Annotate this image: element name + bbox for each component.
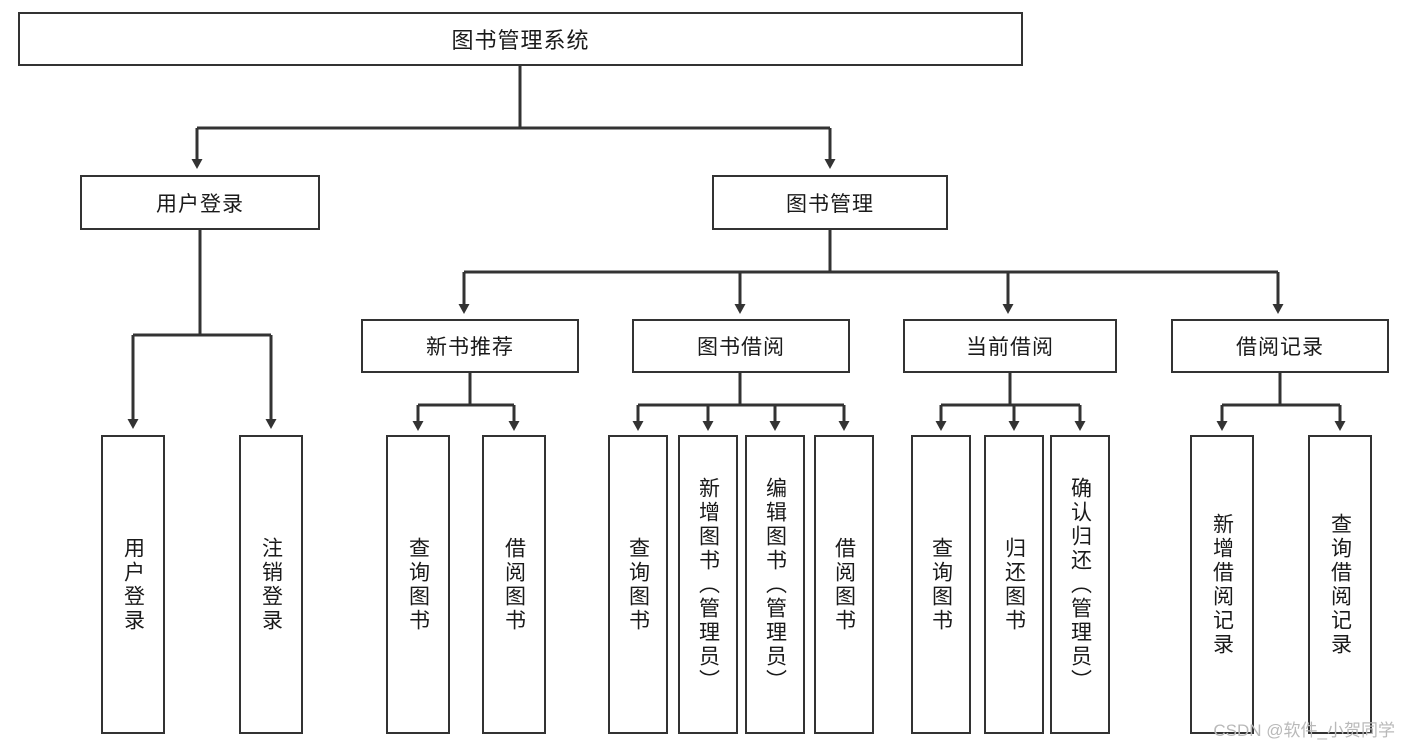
node-edit-book-admin[interactable]: 编辑图书（管理员）: [745, 435, 805, 734]
node-query-borrow-record[interactable]: 查询借阅记录: [1308, 435, 1372, 734]
csdn-watermark: CSDN @软件_小贺同学: [1213, 721, 1395, 740]
node-return-book[interactable]: 归还图书: [984, 435, 1044, 734]
node-user-login-do[interactable]: 用户登录: [101, 435, 165, 734]
node-current-borrow[interactable]: 当前借阅: [903, 319, 1117, 373]
node-query-book-1[interactable]: 查询图书: [386, 435, 450, 734]
node-borrow-book-1[interactable]: 借阅图书: [482, 435, 546, 734]
node-query-book-2[interactable]: 查询图书: [608, 435, 668, 734]
node-add-book-admin[interactable]: 新增图书（管理员）: [678, 435, 738, 734]
node-book-management-system[interactable]: 图书管理系统: [18, 12, 1023, 66]
node-user-logout[interactable]: 注销登录: [239, 435, 303, 734]
node-book-management[interactable]: 图书管理: [712, 175, 948, 230]
node-borrow-book-2[interactable]: 借阅图书: [814, 435, 874, 734]
node-confirm-return-admin[interactable]: 确认归还（管理员）: [1050, 435, 1110, 734]
node-query-book-3[interactable]: 查询图书: [911, 435, 971, 734]
node-borrow-record[interactable]: 借阅记录: [1171, 319, 1389, 373]
node-book-borrow[interactable]: 图书借阅: [632, 319, 850, 373]
node-new-book-recommend[interactable]: 新书推荐: [361, 319, 579, 373]
node-user-login[interactable]: 用户登录: [80, 175, 320, 230]
node-add-borrow-record[interactable]: 新增借阅记录: [1190, 435, 1254, 734]
